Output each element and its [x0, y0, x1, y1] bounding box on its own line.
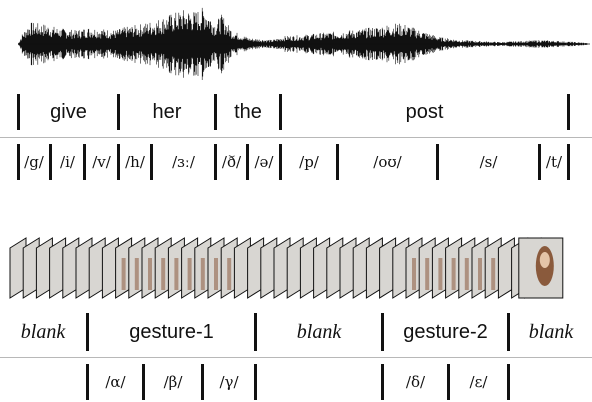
phoneme-label: /ð/: [221, 153, 242, 171]
gesture-unit-label: /γ/: [219, 373, 239, 391]
phoneme-boundary: [279, 144, 282, 180]
word-boundary: [117, 94, 120, 130]
phoneme-boundary: [538, 144, 541, 180]
phoneme-boundary: [246, 144, 249, 180]
segment-blank: blank: [528, 321, 574, 343]
phoneme-boundary: [49, 144, 52, 180]
phoneme-boundary: [17, 144, 20, 180]
unit-boundary: [86, 364, 89, 400]
phoneme-label: /s/: [479, 153, 498, 171]
segment-blank: blank: [296, 321, 342, 343]
phoneme-label: /oʊ/: [373, 153, 402, 171]
phoneme-boundary: [83, 144, 86, 180]
gesture-unit-label: /δ/: [405, 373, 426, 391]
word-boundary: [214, 94, 217, 130]
word-post: post: [405, 101, 444, 123]
segment-boundary: [507, 313, 510, 351]
phoneme-boundary: [436, 144, 439, 180]
unit-boundary: [201, 364, 204, 400]
segment-gesture-1: gesture-1: [129, 321, 214, 343]
video-frame-stack: [9, 237, 564, 299]
phoneme-boundary: [150, 144, 153, 180]
unit-boundary: [381, 364, 384, 400]
phoneme-label: /i/: [60, 153, 75, 171]
segment-blank: blank: [20, 321, 66, 343]
tier-divider: [0, 357, 592, 358]
word-her: her: [152, 101, 182, 123]
segment-boundary: [86, 313, 89, 351]
gesture-unit-label: /β/: [163, 373, 183, 391]
gesture-unit-label: /ε/: [469, 373, 488, 391]
word-boundary: [279, 94, 282, 130]
segment-boundary: [254, 313, 257, 351]
phoneme-label: /v/: [92, 153, 111, 171]
audio-waveform: [18, 7, 590, 80]
video-frame-last: [518, 237, 564, 299]
phoneme-label: /p/: [299, 153, 319, 171]
phoneme-boundary: [214, 144, 217, 180]
phoneme-label: /t/: [545, 153, 563, 171]
segment-boundary: [381, 313, 384, 351]
unit-boundary: [447, 364, 450, 400]
word-boundary: [567, 94, 570, 130]
segment-gesture-2: gesture-2: [403, 321, 488, 343]
gesture-unit-label: /α/: [105, 373, 126, 391]
phoneme-label: /g/: [24, 153, 44, 171]
phoneme-label: /ɜː/: [172, 153, 195, 171]
phoneme-boundary: [336, 144, 339, 180]
phoneme-label: /ə/: [254, 153, 274, 171]
unit-boundary: [507, 364, 510, 400]
word-give: give: [50, 101, 87, 123]
unit-boundary: [254, 364, 257, 400]
phoneme-boundary: [567, 144, 570, 180]
tier-divider: [0, 137, 592, 138]
phoneme-boundary: [117, 144, 120, 180]
phoneme-label: /h/: [125, 153, 145, 171]
word-boundary: [17, 94, 20, 130]
word-the: the: [234, 101, 262, 123]
unit-boundary: [142, 364, 145, 400]
